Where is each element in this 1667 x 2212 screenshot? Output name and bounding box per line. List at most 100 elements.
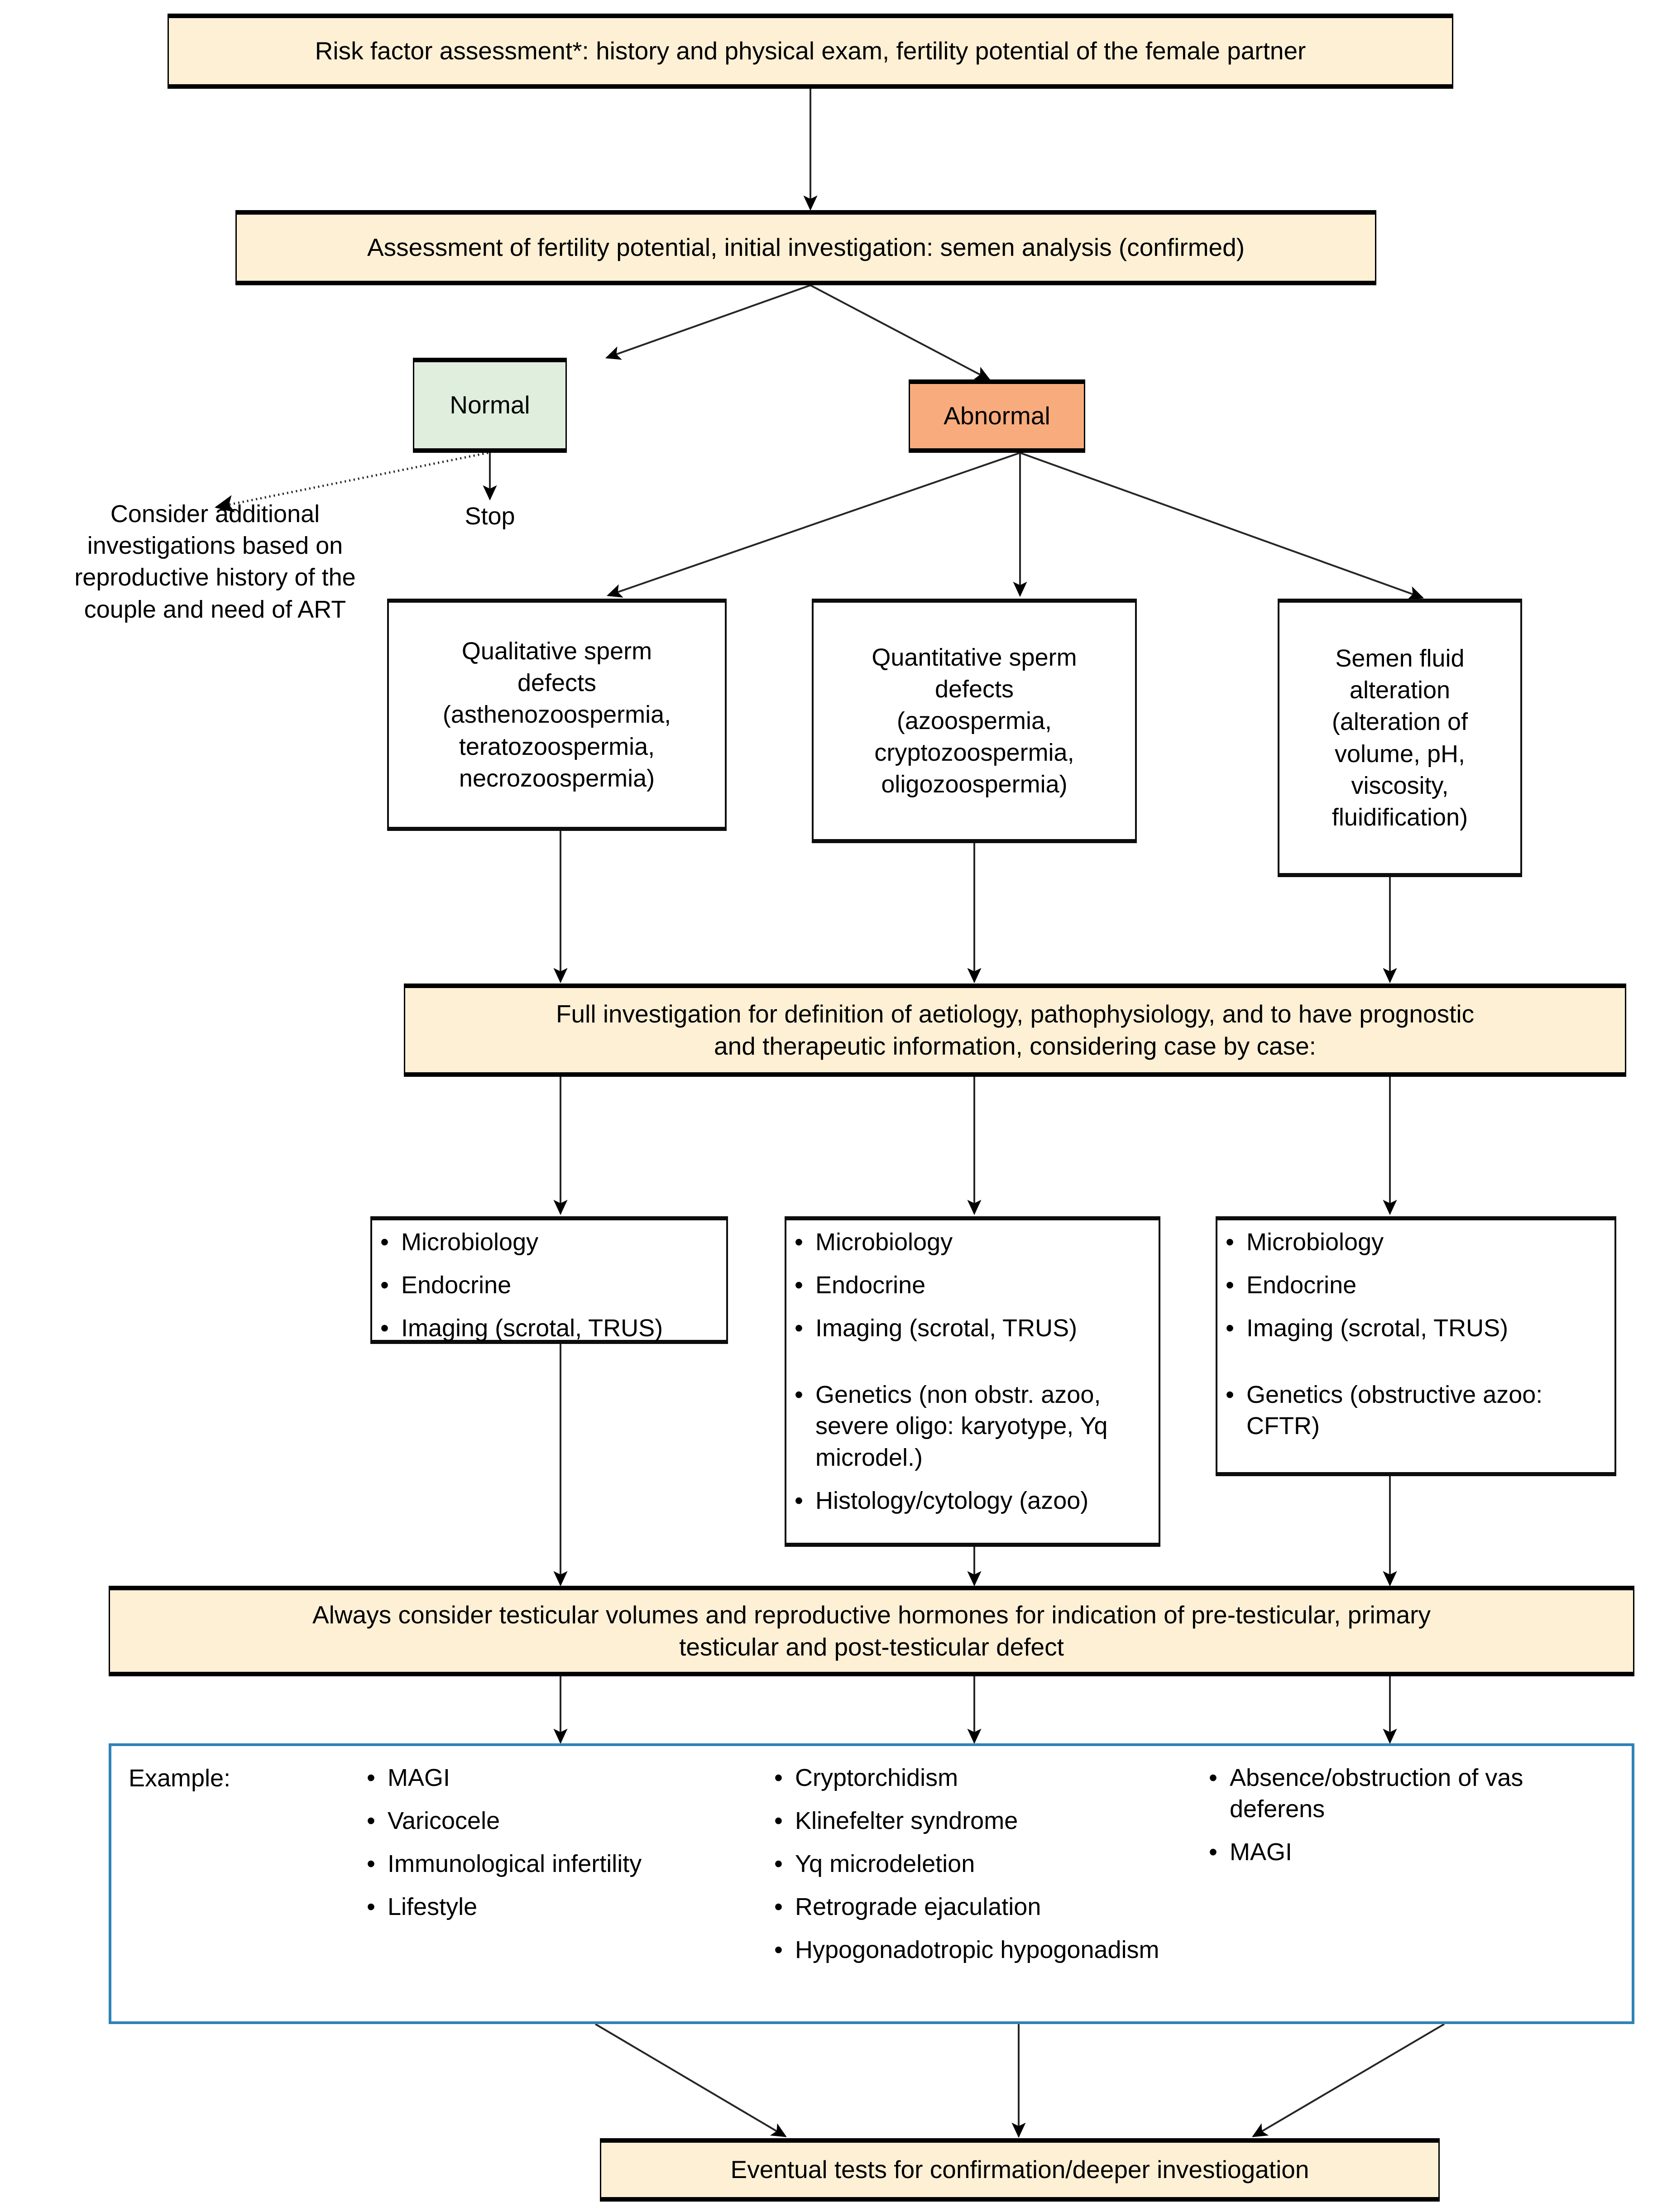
bullet-icon: • — [367, 1764, 375, 1791]
list-item: • Hypogonadotropic hypogonadism — [771, 1934, 1206, 1966]
list-item-label: Retrograde ejaculation — [795, 1893, 1041, 1921]
node-risk-factor-assessment: Risk factor assessment*: history and phy… — [168, 14, 1453, 89]
node-example-box: Example: •MAGI•Varicocele•Immunological … — [109, 1743, 1634, 2024]
list-item-label: Microbiology — [1246, 1228, 1384, 1256]
node-eventual-tests-text: Eventual tests for confirmation/deeper i… — [730, 2155, 1309, 2184]
list-item: •Genetics (obstructive azoo: CFTR) — [1223, 1379, 1609, 1442]
list-item-label: Klinefelter syndrome — [795, 1807, 1018, 1835]
bullet-icon: • — [1226, 1315, 1234, 1342]
edge-example-to-eventual-left — [594, 2023, 787, 2137]
bullet-icon: • — [1226, 1272, 1234, 1299]
bullet-icon: • — [380, 1315, 389, 1342]
bullet-icon: • — [367, 1807, 375, 1835]
example-column-3-list: • Absence/obstruction of vas deferens • MAG… — [1206, 1762, 1605, 1868]
bullet-icon: • — [795, 1487, 803, 1514]
list-item-label: Endocrine — [401, 1272, 512, 1299]
list-item: •Lifestyle — [364, 1891, 771, 1923]
node-quantitative-defects: Quantitative sperm defects (azoospermia,… — [812, 599, 1137, 843]
list-item: • Microbiology — [378, 1227, 721, 1258]
node-normal: Normal — [413, 358, 567, 453]
list-item-label: Imaging (scrotal, TRUS) — [1246, 1315, 1509, 1342]
bullet-icon: • — [774, 1764, 783, 1791]
list-item: • MAGI — [364, 1762, 771, 1794]
list-item: •Varicocele — [364, 1805, 771, 1837]
semenfluid-line-5: viscosity, — [1351, 772, 1449, 799]
bullet-icon: • — [367, 1893, 375, 1921]
qualitative-line-4: teratozoospermia, — [459, 733, 655, 760]
node-risk-factor-text: Risk factor assessment*: history and phy… — [315, 37, 1306, 65]
quantitative-investigations-list: • Microbiology • Endocrine •Imaging (scrotal… — [792, 1227, 1153, 1516]
list-item-label: Yq microdeletion — [795, 1850, 975, 1878]
semenfluid-line-3: (alteration of — [1332, 708, 1468, 736]
list-item: • Imaging (scrotal, TRUS) — [378, 1313, 721, 1344]
quantitative-line-1: Quantitative sperm — [872, 643, 1077, 671]
node-qualitative-defects: Qualitative sperm defects (asthenozoospe… — [387, 599, 727, 831]
node-consider-additional-text: Consider additional investigations based… — [27, 498, 403, 625]
node-semen-fluid-alteration: Semen fluid alteration (alteration of vo… — [1278, 599, 1522, 877]
qualitative-line-2: defects — [517, 669, 597, 697]
list-item-label: Cryptorchidism — [795, 1764, 958, 1791]
bullet-icon: • — [1209, 1838, 1217, 1866]
bullet-icon: • — [380, 1272, 389, 1299]
bullet-icon: • — [774, 1850, 783, 1878]
list-item-label: MAGI — [1230, 1838, 1293, 1866]
node-always-consider: Always consider testicular volumes and r… — [109, 1586, 1634, 1676]
qualitative-investigations-list: • Microbiology • Endocrine • Imaging (scrotal… — [378, 1227, 721, 1344]
example-columns-wrapper: Example: •MAGI•Varicocele•Immunological … — [111, 1762, 1632, 1966]
node-abnormal-text: Abnormal — [944, 402, 1050, 430]
edge-abnormal-to-qualitative — [606, 452, 1020, 598]
list-item: •Imaging (scrotal, TRUS) — [792, 1313, 1153, 1344]
always-line-2: testicular and post-testicular defect — [679, 1633, 1064, 1661]
qualitative-line-5: necrozoospermia) — [459, 764, 655, 792]
list-item-label: Endocrine — [1246, 1272, 1357, 1299]
semenfluid-line-4: volume, pH, — [1334, 740, 1466, 768]
list-item-label: MAGI — [388, 1764, 450, 1791]
list-item-label: Hypogonadotropic hypogonadism — [795, 1936, 1159, 1964]
node-quantitative-investigations: • Microbiology • Endocrine •Imaging (scrotal… — [785, 1216, 1160, 1547]
list-item-label: Microbiology — [401, 1228, 539, 1256]
list-item-label: Absence/obstruction of vas deferens — [1230, 1764, 1523, 1823]
full-inv-line-1: Full investigation for definition of aet… — [556, 999, 1475, 1028]
node-quantitative-text: Quantitative sperm defects (azoospermia,… — [819, 642, 1130, 801]
bullet-icon: • — [1209, 1764, 1217, 1791]
bullet-icon: • — [774, 1893, 783, 1921]
bullet-icon: • — [795, 1315, 803, 1342]
list-item-label: Microbiology — [815, 1228, 953, 1256]
list-item: • Imaging (scrotal, TRUS) — [1223, 1313, 1609, 1344]
example-column-2-list: • Cryptorchidism • Klinefelter syndrome • Yq … — [771, 1762, 1206, 1966]
node-assessment-fertility: Assessment of fertility potential, initi… — [235, 210, 1376, 285]
list-item: • Microbiology — [1223, 1227, 1609, 1258]
semenfluid-line-1: Semen fluid — [1335, 644, 1465, 672]
bullet-icon: • — [380, 1228, 389, 1256]
always-line-1: Always consider testicular volumes and r… — [312, 1600, 1431, 1629]
node-full-investigation: Full investigation for definition of aet… — [404, 984, 1626, 1077]
edge-abnormal-to-semenfluid — [1020, 452, 1424, 600]
bullet-icon: • — [774, 1807, 783, 1835]
consider-line-1: Consider additional — [110, 500, 320, 528]
node-consider-additional: Consider additional investigations based… — [27, 498, 403, 643]
consider-line-4: couple and need of ART — [84, 595, 346, 623]
list-spacer — [1223, 1356, 1609, 1379]
list-item: • Microbiology — [792, 1227, 1153, 1258]
list-item-label: Endocrine — [815, 1272, 926, 1299]
node-semen-fluid-investigations: • Microbiology • Endocrine • Imaging (scrotal… — [1216, 1216, 1616, 1476]
node-semen-fluid-text: Semen fluid alteration (alteration of vo… — [1285, 643, 1515, 833]
bullet-icon: • — [1226, 1228, 1234, 1256]
list-item-label: Imaging (scrotal, TRUS) — [401, 1315, 663, 1342]
list-item: • MAGI — [1206, 1837, 1605, 1868]
semenfluid-line-2: alteration — [1349, 677, 1451, 704]
consider-line-2: investigations based on — [87, 532, 343, 560]
edge-assessment-to-abnormal — [810, 284, 991, 380]
list-item: • Klinefelter syndrome — [771, 1805, 1206, 1837]
list-item-label: Genetics (non obstr. azoo, severe oligo:… — [815, 1381, 1108, 1471]
bullet-icon: • — [795, 1228, 803, 1256]
edge-example-to-eventual-right — [1252, 2023, 1445, 2137]
bullet-icon: • — [774, 1936, 783, 1964]
node-abnormal: Abnormal — [909, 379, 1085, 453]
list-item: •Histology/cytology (azoo) — [792, 1485, 1153, 1516]
quantitative-line-3: (azoospermia, — [896, 707, 1052, 734]
quantitative-line-5: oligozoospermia) — [881, 771, 1068, 798]
list-item: •Genetics (non obstr. azoo, severe oligo… — [792, 1379, 1153, 1473]
edge-assessment-to-normal — [605, 284, 811, 360]
